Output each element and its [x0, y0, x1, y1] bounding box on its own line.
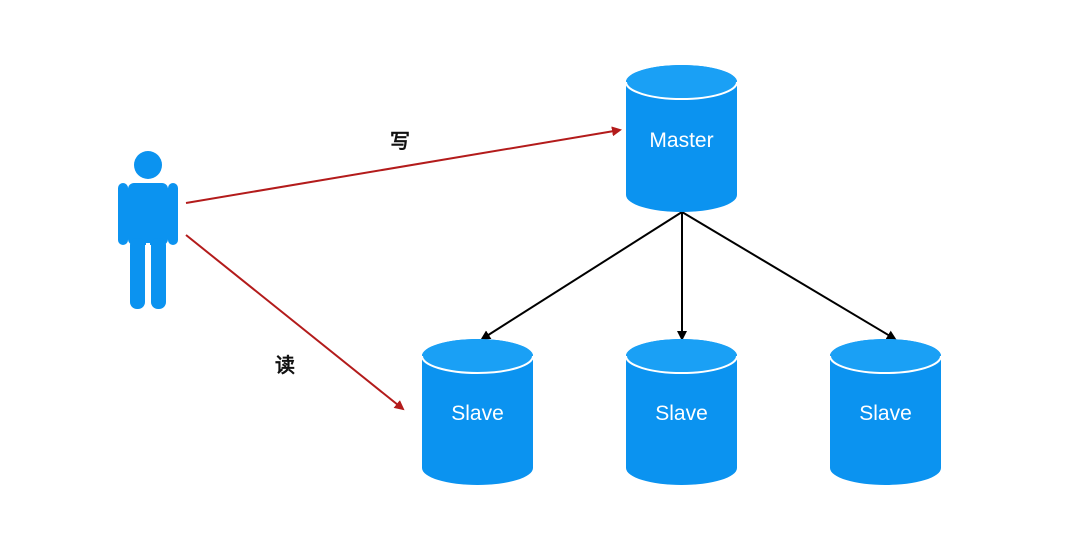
- replication-arrows: [480, 211, 897, 341]
- slave-label-1: Slave: [451, 402, 504, 425]
- read-arrow: [185, 234, 405, 411]
- write-label: 写: [390, 129, 410, 153]
- slave-database-3: Slave: [829, 339, 942, 485]
- replication-arrow-3: [681, 211, 897, 341]
- slave-label-3: Slave: [859, 402, 912, 425]
- master-label: Master: [649, 129, 713, 152]
- slave-database-1: Slave: [421, 339, 534, 485]
- master-database: Master: [625, 65, 738, 212]
- read-label: 读: [275, 353, 295, 377]
- person-icon: [118, 151, 178, 309]
- slave-label-2: Slave: [655, 402, 708, 425]
- write-arrow: [185, 126, 622, 204]
- slave-database-2: Slave: [625, 339, 738, 485]
- user-arrows: [185, 126, 622, 411]
- replication-arrow-1: [480, 211, 683, 341]
